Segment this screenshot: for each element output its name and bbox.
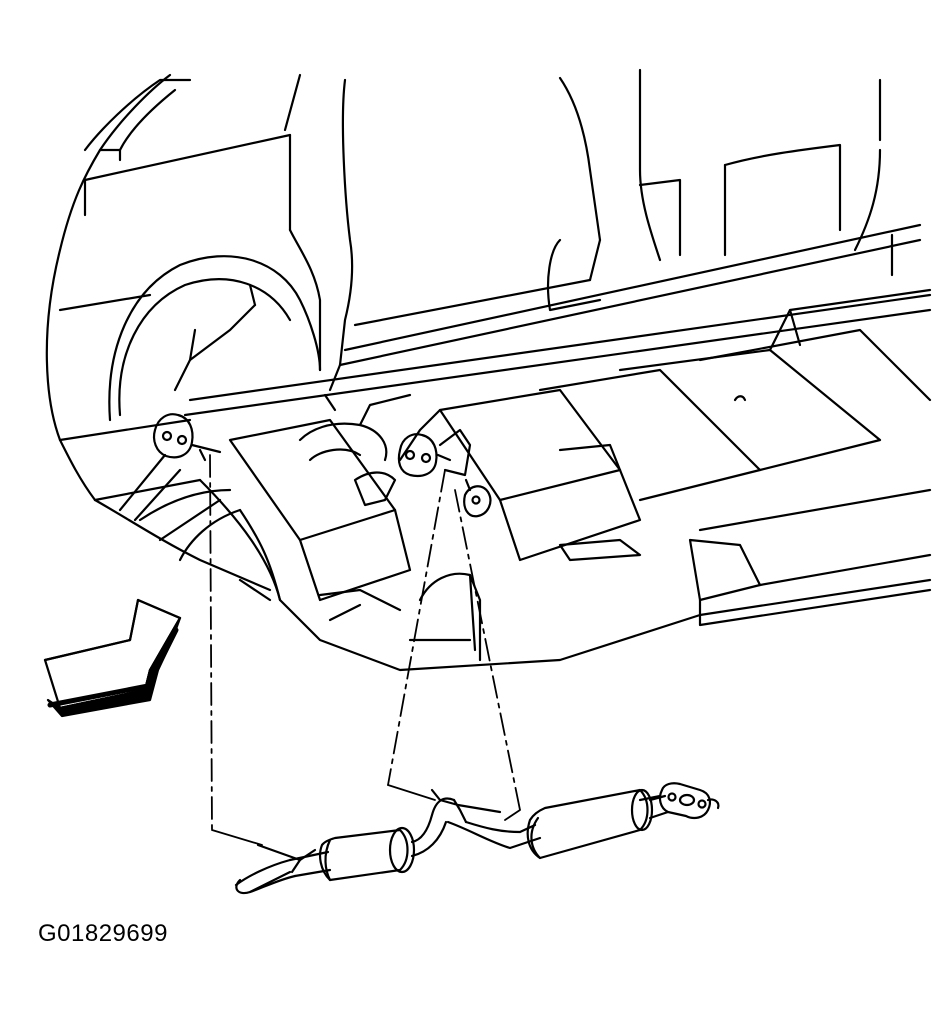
center-hanger-bracket [397,428,472,478]
front-hanger-bracket [463,478,492,518]
muffler [526,788,654,860]
vehicle-body [45,68,932,502]
center-hanger [430,788,502,814]
inlet-flange [658,782,720,820]
vehicle-underbody [93,288,932,672]
resonator [319,826,416,882]
figure-id-label: G01829699 [38,920,168,947]
leader-connectors [211,784,521,846]
view-direction-arrow-icon [43,598,182,718]
exhaust-assembly [234,782,720,895]
leader-lines [209,454,521,831]
rear-hanger-bracket [152,413,222,462]
